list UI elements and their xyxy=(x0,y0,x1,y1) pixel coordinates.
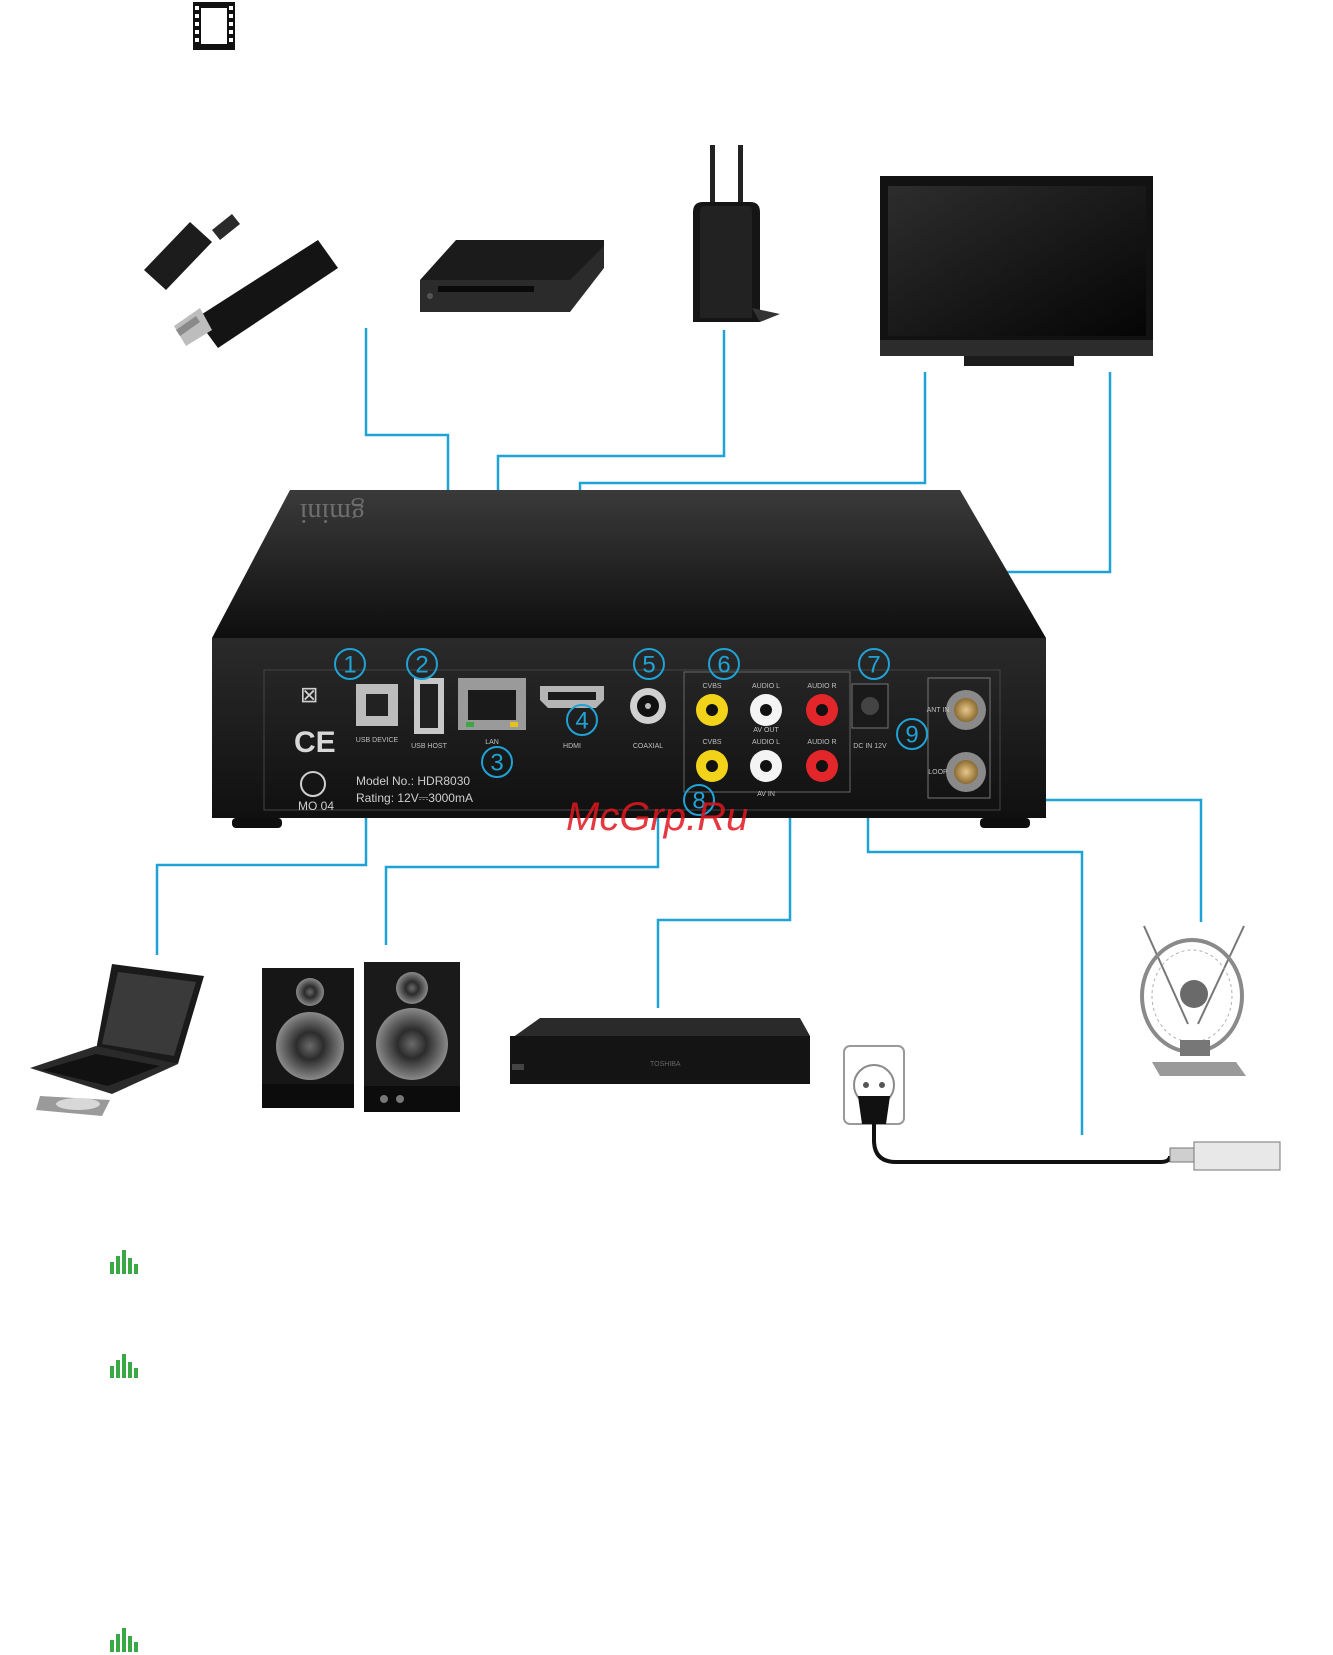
laptop xyxy=(30,964,204,1116)
port-label-av-in: AV IN xyxy=(757,791,775,798)
svg-text:7: 7 xyxy=(867,652,880,679)
svg-text:3: 3 xyxy=(490,750,503,777)
port-label-dc-in: DC IN 12V xyxy=(853,743,887,750)
external-dvd-drive xyxy=(420,240,604,312)
label-audio-l-in: AUDIO L xyxy=(752,739,780,746)
usb-flash-drive xyxy=(144,214,338,348)
equalizer-icon xyxy=(110,1250,138,1274)
port-label-av-out: AV OUT xyxy=(753,727,779,734)
label-loop: LOOP xyxy=(928,769,948,776)
port-label-usb-device: USB DEVICE xyxy=(356,737,399,744)
media-player: gmini ⊠ CE MO 04 Model No.: HDR8030 Rati… xyxy=(212,490,1046,828)
label-audio-r-out: AUDIO R xyxy=(807,683,836,690)
label-audio-r-in: AUDIO R xyxy=(807,739,836,746)
svg-text:9: 9 xyxy=(905,722,918,749)
equalizer-icon xyxy=(110,1628,138,1652)
film-icon xyxy=(193,2,235,50)
svg-text:5: 5 xyxy=(642,652,655,679)
svg-text:1: 1 xyxy=(343,652,356,679)
label-audio-l-out: AUDIO L xyxy=(752,683,780,690)
svg-text:2: 2 xyxy=(415,652,428,679)
dvd-brand: TOSHIBA xyxy=(650,1061,681,1068)
ce-mark-icon: CE xyxy=(294,726,336,759)
speakers xyxy=(262,962,460,1112)
lcd-tv xyxy=(880,176,1153,366)
svg-text:4: 4 xyxy=(575,708,588,735)
equalizer-icon xyxy=(110,1354,138,1378)
power-adapter xyxy=(874,1124,1280,1170)
brand-mark: gmini xyxy=(299,497,365,528)
port-label-lan: LAN xyxy=(485,739,499,746)
cert-mark: MO 04 xyxy=(298,799,334,813)
model-line: Model No.: HDR8030 xyxy=(356,774,470,788)
port-label-coaxial: COAXIAL xyxy=(633,743,663,750)
wifi-router xyxy=(693,145,780,322)
dvd-player: TOSHIBA xyxy=(510,1018,810,1084)
label-cvbs-in: CVBS xyxy=(702,739,721,746)
label-cvbs-out: CVBS xyxy=(702,683,721,690)
weee-icon: ⊠ xyxy=(300,682,318,707)
port-label-hdmi: HDMI xyxy=(563,743,581,750)
port-label-usb-host: USB HOST xyxy=(411,743,448,750)
wall-socket xyxy=(844,1046,904,1124)
indoor-antenna xyxy=(1142,926,1246,1076)
watermark: McGrp.Ru xyxy=(566,795,748,839)
rating-line: Rating: 12V⎓3000mA xyxy=(356,791,473,805)
label-ant-in: ANT IN xyxy=(927,707,950,714)
svg-text:6: 6 xyxy=(717,652,730,679)
